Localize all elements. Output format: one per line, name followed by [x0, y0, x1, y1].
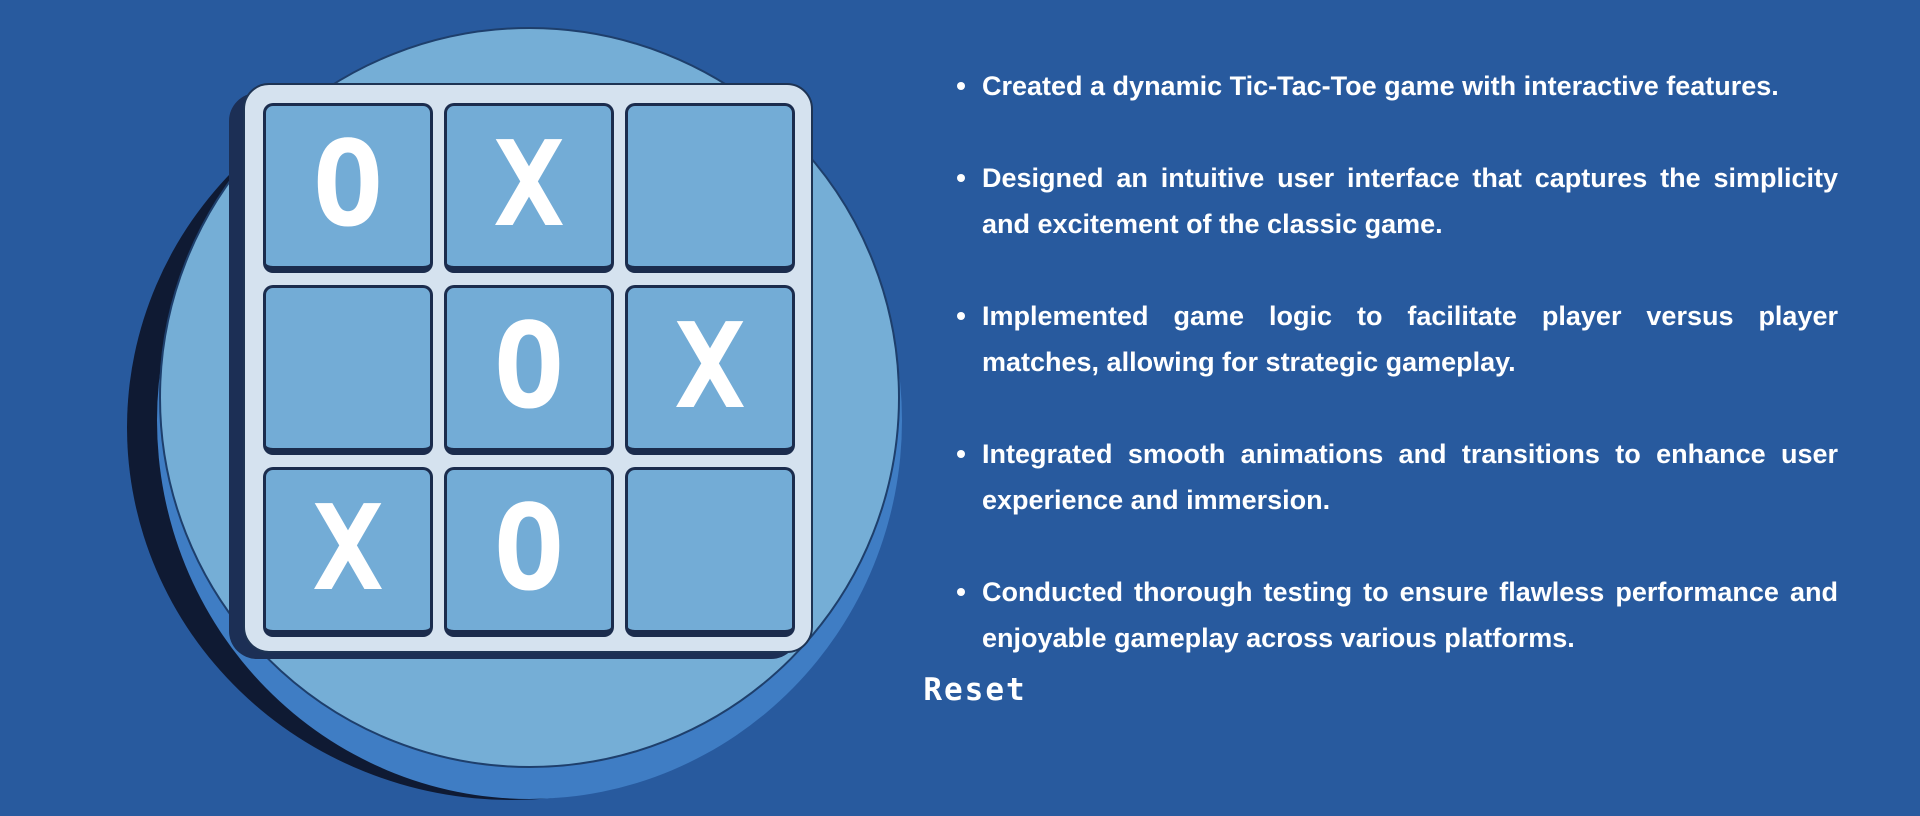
board-grid: O X O X X O [263, 103, 795, 637]
board-cell-2-3[interactable]: X [625, 285, 795, 455]
feature-item: Implemented game logic to facilitate pla… [950, 293, 1838, 385]
feature-list: Created a dynamic Tic-Tac-Toe game with … [950, 63, 1838, 707]
board-cell-2-2[interactable]: O [444, 285, 614, 455]
feature-item: Created a dynamic Tic-Tac-Toe game with … [950, 63, 1838, 109]
board-cell-3-1[interactable]: X [263, 467, 433, 637]
cell-mark: X [674, 297, 746, 435]
cell-mark: X [493, 115, 565, 253]
board-cell-1-3[interactable] [625, 103, 795, 273]
board-cell-1-2[interactable]: X [444, 103, 614, 273]
reset-button[interactable]: Reset [923, 672, 1027, 708]
cell-mark: O [493, 297, 565, 435]
board-cell-3-2[interactable]: O [444, 467, 614, 637]
reset-container: Reset [0, 672, 1920, 708]
feature-item: Conducted thorough testing to ensure fla… [950, 569, 1838, 661]
cell-mark: O [493, 479, 565, 617]
cell-mark: O [312, 115, 384, 253]
feature-item: Integrated smooth animations and transit… [950, 431, 1838, 523]
board-cell-2-1[interactable] [263, 285, 433, 455]
feature-item: Designed an intuitive user interface tha… [950, 155, 1838, 247]
cell-mark: X [312, 479, 384, 617]
tic-tac-toe-board: O X O X X O [243, 83, 813, 653]
board-cell-3-3[interactable] [625, 467, 795, 637]
board-cell-1-1[interactable]: O [263, 103, 433, 273]
